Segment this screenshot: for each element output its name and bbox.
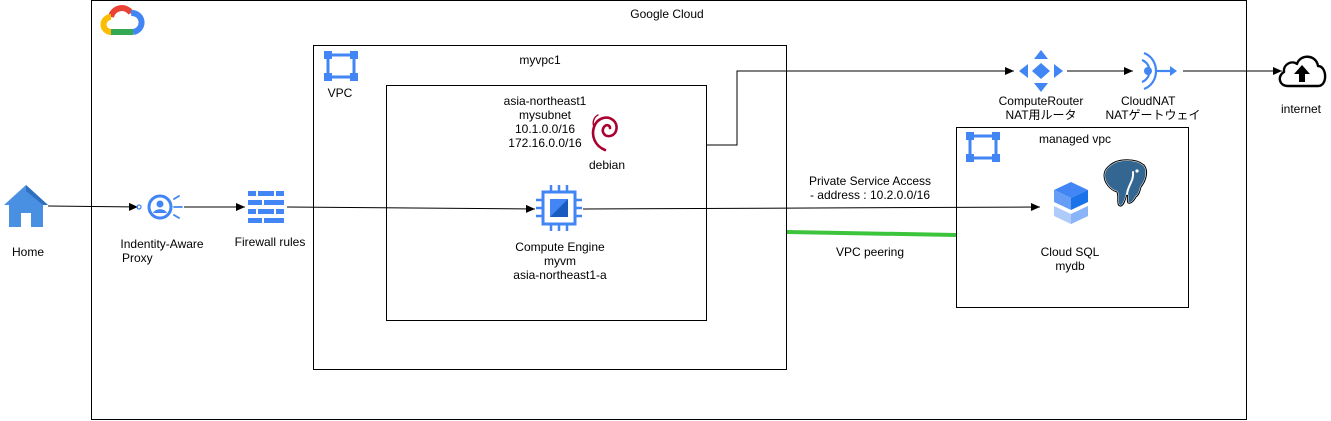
nat-name: CloudNAT	[1121, 94, 1176, 108]
subnet-range-secondary: 172.16.0.0/16	[508, 136, 582, 150]
cloud-sql-icon	[1054, 182, 1088, 224]
sql-name: mydb	[1055, 259, 1085, 273]
edge-firewall-to-vm	[286, 204, 536, 213]
subnet-container	[386, 85, 707, 321]
vpc-tag-label: VPC	[327, 86, 353, 100]
firewall-icon	[248, 191, 284, 223]
home-icon	[4, 185, 48, 227]
debian-label: debian	[588, 158, 626, 172]
subnet-info-label: asia-northeast1 mysubnet 10.1.0.0/16 172…	[485, 94, 605, 150]
vpc-icon	[966, 132, 1000, 162]
google-cloud-label: Google Cloud	[630, 7, 704, 21]
vpc-name-label: myvpc1	[519, 53, 561, 67]
psa-address: - address : 10.2.0.0/16	[809, 188, 931, 202]
managed-vpc-container	[956, 127, 1189, 308]
vm-name: myvm	[544, 254, 576, 268]
internet-label: internet	[1280, 102, 1322, 116]
firewall-label: Firewall rules	[234, 235, 306, 249]
subnet-range-primary: 10.1.0.0/16	[514, 122, 576, 136]
cloud-upload-icon	[1278, 55, 1327, 88]
postgresql-elephant-icon	[1103, 158, 1148, 207]
router-desc: NAT用ルータ	[1005, 108, 1077, 122]
nat-desc: NATゲートウェイ	[1105, 108, 1201, 122]
vm-label: Compute Engine myvm asia-northeast1-a	[500, 240, 620, 282]
subnet-name: mysubnet	[518, 108, 572, 122]
identity-aware-proxy-icon	[136, 194, 183, 220]
managed-vpc-label: managed vpc	[1038, 132, 1112, 146]
vpc-peering-line	[786, 230, 957, 237]
peering-label: VPC peering	[835, 245, 905, 259]
vm-type: Compute Engine	[515, 240, 605, 254]
edge-vm-to-sql	[582, 203, 1041, 212]
iap-label: Indentity-Aware Proxy	[112, 237, 212, 265]
vpc-icon	[324, 51, 358, 81]
cloud-nat-icon	[1141, 51, 1177, 91]
edge-subnet-to-router	[707, 67, 1014, 146]
edge-home-to-iap	[47, 202, 139, 211]
subnet-region: asia-northeast1	[503, 94, 587, 108]
router-name: ComputeRouter	[998, 94, 1084, 108]
psa-title: Private Service Access	[808, 174, 932, 188]
compute-engine-icon	[536, 185, 582, 231]
sql-type: Cloud SQL	[1040, 245, 1100, 259]
sql-label: Cloud SQL mydb	[1025, 245, 1115, 273]
psa-label: Private Service Access - address : 10.2.…	[795, 174, 945, 202]
iap-label-line1: Indentity-Aware	[120, 237, 204, 251]
iap-label-line2: Proxy	[122, 251, 153, 265]
google-cloud-logo	[100, 5, 145, 35]
vm-zone: asia-northeast1-a	[513, 268, 607, 282]
cloud-router-icon	[1019, 50, 1063, 92]
debian-swirl-icon	[591, 114, 618, 152]
google-cloud-container	[91, 0, 1247, 420]
nat-label: CloudNAT NATゲートウェイ	[1103, 94, 1203, 122]
home-label: Home	[11, 245, 44, 259]
router-label: ComputeRouter NAT用ルータ	[986, 94, 1096, 122]
